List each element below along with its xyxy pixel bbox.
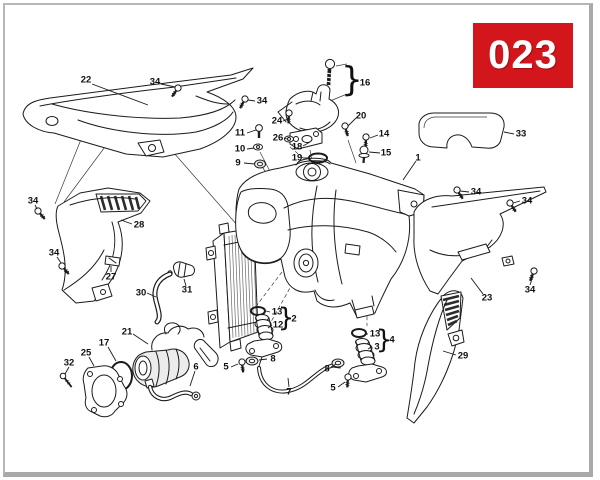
leader-lines xyxy=(34,83,534,388)
part-29-right-shroud xyxy=(406,290,465,424)
part-1-fuel-tank xyxy=(235,157,425,319)
left-fuel-valve-assembly xyxy=(237,306,283,374)
part-30-hose xyxy=(152,271,173,325)
fuel-pump-assembly xyxy=(59,322,219,418)
page-code-badge: 023 xyxy=(473,23,573,88)
part-22-top-cover xyxy=(22,67,254,158)
fuel-cap-assembly xyxy=(253,58,371,169)
part-27-clip xyxy=(104,255,121,267)
part-23-right-panel xyxy=(413,186,547,295)
part-28-left-shroud xyxy=(55,187,151,304)
hose-7 xyxy=(257,360,342,394)
page-code-text: 023 xyxy=(488,33,558,77)
right-fuel-valve-assembly xyxy=(331,328,387,389)
part-33-pad xyxy=(418,112,505,149)
